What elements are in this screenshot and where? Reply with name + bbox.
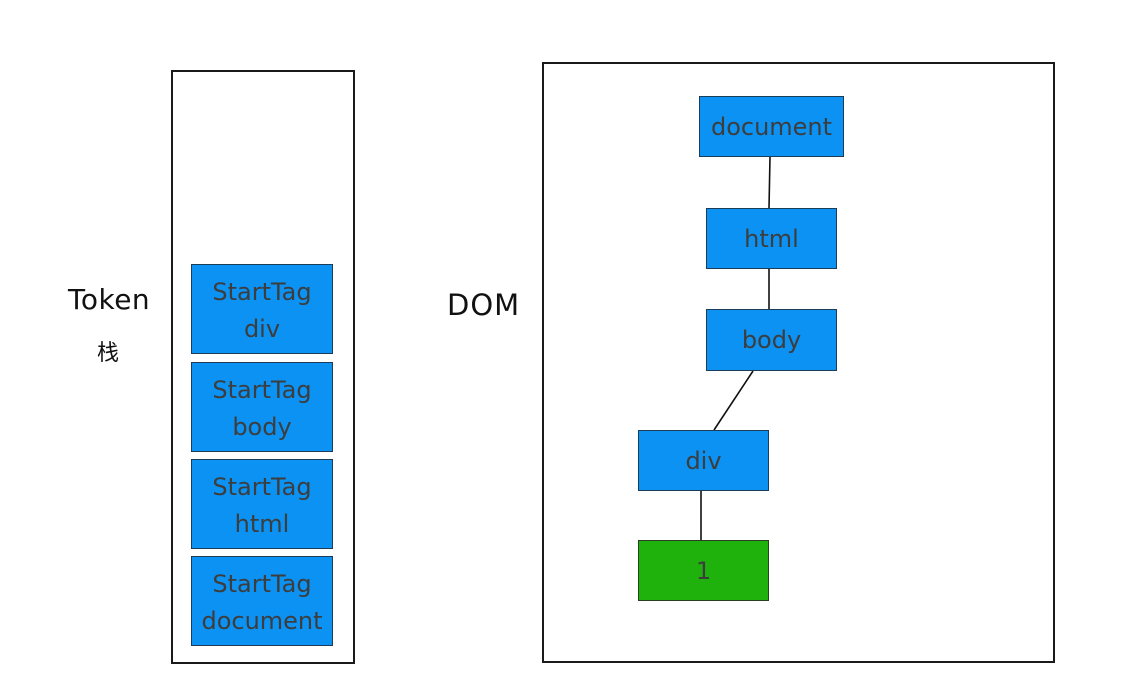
token-stack-label: Token	[68, 283, 151, 316]
dom-node-body: body	[706, 309, 837, 371]
dom-label: DOM	[447, 288, 521, 322]
dom-node-html: html	[706, 208, 837, 269]
dom-node-document: document	[699, 96, 844, 157]
dom-node-div: div	[638, 430, 769, 491]
stack-item-tag: body	[232, 413, 292, 441]
token-stack-sub-label: 栈	[97, 341, 120, 366]
stack-item-type: StartTag	[212, 376, 312, 404]
stack-item-type: StartTag	[212, 473, 312, 501]
stack-item-document: StartTag document	[191, 556, 333, 646]
stack-item-div: StartTag div	[191, 264, 333, 354]
dom-node-text: 1	[638, 540, 769, 601]
stack-item-tag: document	[201, 607, 323, 635]
stack-item-type: StartTag	[212, 278, 312, 306]
stack-item-tag: html	[234, 510, 290, 538]
stack-item-tag: div	[243, 315, 281, 343]
stack-item-html: StartTag html	[191, 459, 333, 549]
stack-item-type: StartTag	[212, 570, 312, 598]
stack-item-body: StartTag body	[191, 362, 333, 452]
